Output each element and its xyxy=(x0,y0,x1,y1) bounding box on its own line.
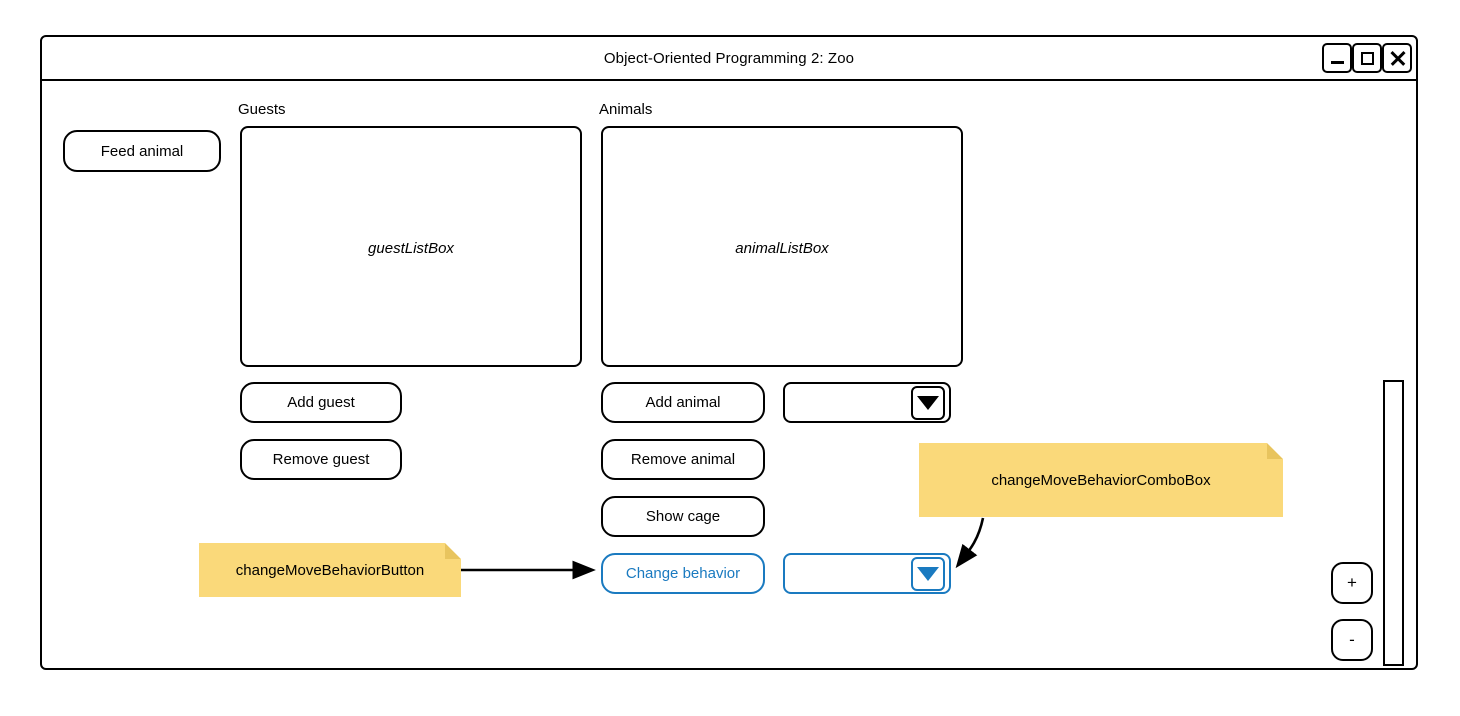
combobox-annotation-text: changeMoveBehaviorComboBox xyxy=(991,471,1211,489)
window-controls xyxy=(1322,43,1412,73)
animals-label: Animals xyxy=(599,101,653,118)
show-cage-button[interactable]: Show cage xyxy=(601,496,765,537)
guest-list-box[interactable]: guestListBox xyxy=(240,126,582,367)
chevron-down-icon[interactable] xyxy=(911,556,945,591)
minimize-button[interactable] xyxy=(1322,43,1352,73)
change-behavior-button[interactable]: Change behavior xyxy=(601,553,765,594)
remove-guest-button[interactable]: Remove guest xyxy=(240,439,402,480)
add-animal-label: Add animal xyxy=(645,394,721,411)
minimize-icon xyxy=(1330,60,1344,64)
close-button[interactable] xyxy=(1382,43,1412,73)
guest-list-box-placeholder: guestListBox xyxy=(368,240,454,257)
maximize-button[interactable] xyxy=(1352,43,1382,73)
feed-animal-button[interactable]: Feed animal xyxy=(63,130,221,172)
remove-animal-button[interactable]: Remove animal xyxy=(601,439,765,480)
show-cage-label: Show cage xyxy=(645,508,721,525)
zoom-out-button[interactable]: - xyxy=(1331,619,1373,661)
chevron-down-icon[interactable] xyxy=(911,385,945,420)
change-behavior-label: Change behavior xyxy=(625,565,741,582)
plus-icon: + xyxy=(1347,573,1357,592)
remove-guest-label: Remove guest xyxy=(272,451,370,468)
vertical-slider-track[interactable] xyxy=(1383,380,1404,666)
minus-icon: - xyxy=(1349,630,1355,649)
title-bar: Object-Oriented Programming 2: Zoo xyxy=(42,37,1416,81)
feed-animal-label: Feed animal xyxy=(100,142,184,160)
animal-list-box[interactable]: animalListBox xyxy=(601,126,963,367)
remove-animal-label: Remove animal xyxy=(630,451,736,468)
change-move-behavior-combo-box[interactable] xyxy=(783,553,951,594)
animal-type-combo-box[interactable] xyxy=(783,382,951,423)
add-guest-button[interactable]: Add guest xyxy=(240,382,402,423)
maximize-icon xyxy=(1360,51,1374,65)
combobox-annotation-note: changeMoveBehaviorComboBox xyxy=(919,443,1283,517)
button-annotation-text: changeMoveBehaviorButton xyxy=(235,561,425,579)
window-title: Object-Oriented Programming 2: Zoo xyxy=(603,49,855,67)
animal-list-box-placeholder: animalListBox xyxy=(735,240,829,257)
add-animal-button[interactable]: Add animal xyxy=(601,382,765,423)
close-icon xyxy=(1389,50,1406,67)
add-guest-label: Add guest xyxy=(287,394,355,411)
button-annotation-note: changeMoveBehaviorButton xyxy=(199,543,461,597)
guests-label: Guests xyxy=(238,101,286,118)
zoom-in-button[interactable]: + xyxy=(1331,562,1373,604)
